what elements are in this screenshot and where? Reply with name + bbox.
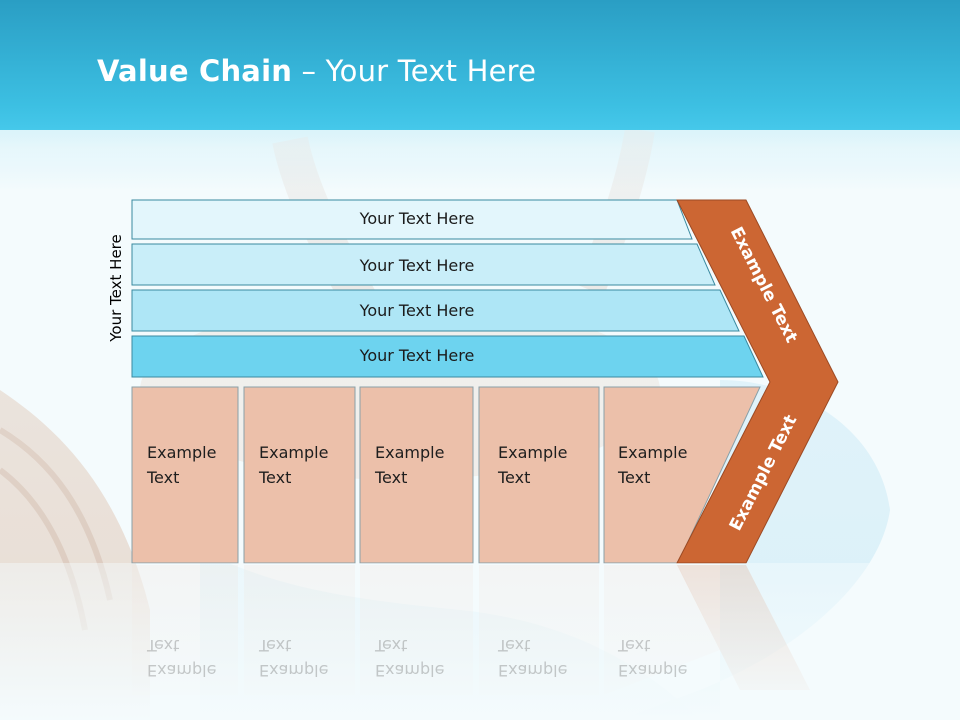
bar-3 <box>131 289 740 332</box>
box-1-reflection: Example Text <box>147 636 217 680</box>
bar-3-label: Your Text Here <box>359 301 475 320</box>
bar-2 <box>131 243 716 286</box>
box-2-reflection: Example Text <box>259 636 329 680</box>
page-title: Value Chain – Your Text Here <box>97 54 536 88</box>
bar-2-label: Your Text Here <box>359 256 475 275</box>
box-2 <box>243 386 356 564</box>
box-5-reflection: Example Text <box>618 636 688 680</box>
box-3-label: Example Text <box>375 443 445 487</box>
bar-1-label: Your Text Here <box>359 209 475 228</box>
title-rest: – Your Text Here <box>292 54 537 88</box>
box-5-label: Example Text <box>618 443 688 487</box>
box-4-label: Example Text <box>498 443 568 487</box>
box-4-reflection: Example Text <box>498 636 568 680</box>
box-1-label: Example Text <box>147 443 217 487</box>
bar-1 <box>131 199 693 240</box>
bar-4 <box>131 335 764 378</box>
box-1 <box>131 386 239 564</box>
box-3 <box>359 386 474 564</box>
bar-4-label: Your Text Here <box>359 346 475 365</box>
box-4 <box>478 386 600 564</box>
box-3-reflection: Example Text <box>375 636 445 680</box>
box-2-label: Example Text <box>259 443 329 487</box>
title-bold: Value Chain <box>97 54 293 88</box>
